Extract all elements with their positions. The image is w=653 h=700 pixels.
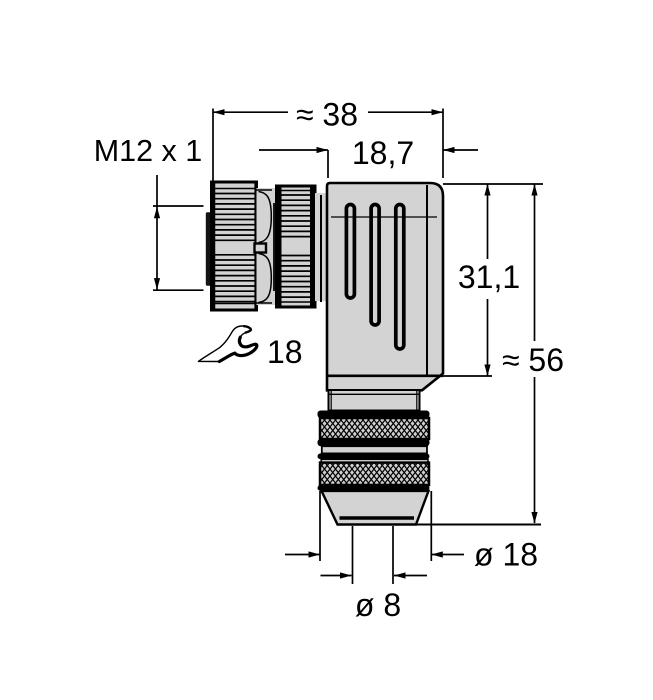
svg-text:≈ 56: ≈ 56 (502, 342, 564, 378)
svg-text:ø 8: ø 8 (355, 587, 401, 623)
svg-text:18: 18 (267, 334, 303, 370)
svg-text:18,7: 18,7 (352, 135, 414, 171)
svg-text:ø 18: ø 18 (474, 537, 538, 573)
svg-text:M12 x 1: M12 x 1 (94, 134, 203, 168)
svg-text:31,1: 31,1 (458, 259, 520, 295)
svg-text:≈ 38: ≈ 38 (296, 97, 358, 133)
